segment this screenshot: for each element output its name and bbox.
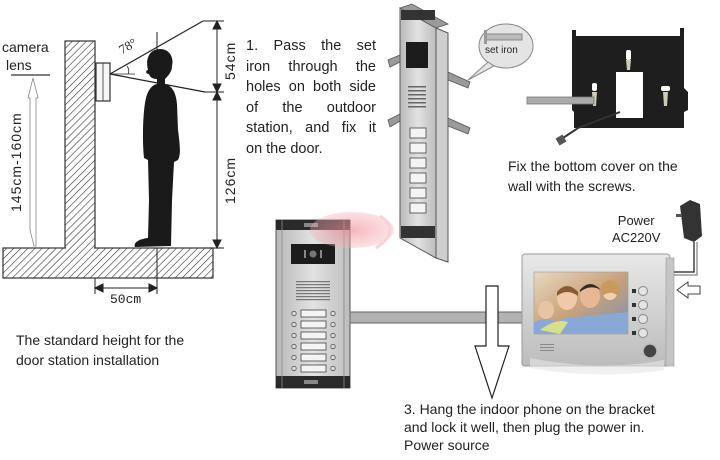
dimension-lines [93, 19, 224, 294]
family-photo [534, 280, 628, 334]
power-source-label: Power source [404, 437, 490, 453]
step-1-line: of the outdoor [246, 99, 376, 116]
dimension-54cm: 54cm [222, 41, 238, 80]
set-iron-brackets [387, 54, 471, 135]
step-1-line: iron through the [246, 58, 376, 75]
distance-50cm: 50cm [110, 292, 142, 307]
call-buttons [291, 309, 336, 373]
button-icon [632, 303, 636, 307]
step-1-line: 1. Pass the set [246, 38, 376, 54]
button-icon [632, 317, 636, 321]
indoor-monitor [521, 253, 675, 375]
outdoor-station-angled [399, 3, 449, 263]
button-icon [632, 331, 636, 335]
power-label: Power AC220V [612, 212, 660, 246]
set-iron-callout [467, 23, 534, 81]
call-button [291, 320, 336, 329]
wall-section [2, 40, 214, 279]
call-button [291, 331, 336, 340]
step-1-line: holes on both side [246, 79, 376, 95]
step-1-line: on the door. [246, 140, 323, 157]
set-iron-label: set iron [485, 45, 518, 56]
monitor-button [638, 328, 648, 338]
watermark-logo [310, 212, 394, 250]
power-adapter [674, 200, 702, 276]
step-2-instructions: Fix the bottom cover on the wall with th… [508, 156, 713, 196]
step-1-line: station, and fix it [246, 120, 376, 136]
step-2-line: wall with the screws. [508, 178, 636, 194]
monitor-button [638, 286, 648, 296]
lens-label: lens [6, 57, 32, 73]
power-source-arrow [474, 285, 510, 400]
caption-line: The standard height for the [16, 332, 185, 348]
call-button [291, 342, 336, 351]
step-3-line: and lock it well, then plug the power in… [404, 419, 645, 435]
wall-bracket [526, 28, 688, 146]
caption-line: door station installation [16, 352, 160, 368]
call-button [291, 364, 336, 373]
standard-height-caption: The standard height for the door station… [16, 330, 216, 370]
dimension-126cm: 126cm [222, 156, 238, 204]
plug-in-arrow [676, 281, 701, 299]
voltage-line: AC220V [612, 230, 661, 245]
wall [64, 40, 96, 250]
camera-label: camera [2, 39, 49, 55]
power-line: Power [617, 213, 655, 228]
monitor-side-buttons [632, 286, 648, 338]
camera-lens-label: camera lens [2, 38, 49, 74]
step-3-instructions: 3. Hang the indoor phone on the bracket … [404, 400, 714, 454]
step-1-instructions: 1. Pass the set iron through the holes o… [246, 36, 376, 159]
monitor-button [638, 314, 648, 324]
range-arrow [27, 77, 39, 247]
button-icon [632, 289, 636, 293]
unlock-button [642, 343, 658, 359]
step-3-line: 3. Hang the indoor phone on the bracket [404, 401, 655, 417]
person-silhouette [134, 49, 180, 247]
monitor-button [638, 300, 648, 310]
height-range-label: 145cm-160cm [8, 112, 24, 212]
call-button [291, 353, 336, 362]
step-2-line: Fix the bottom cover on the [508, 158, 678, 174]
door-camera [95, 62, 111, 102]
floor [2, 247, 214, 279]
speaker-grille [296, 281, 330, 301]
call-button [291, 309, 336, 318]
